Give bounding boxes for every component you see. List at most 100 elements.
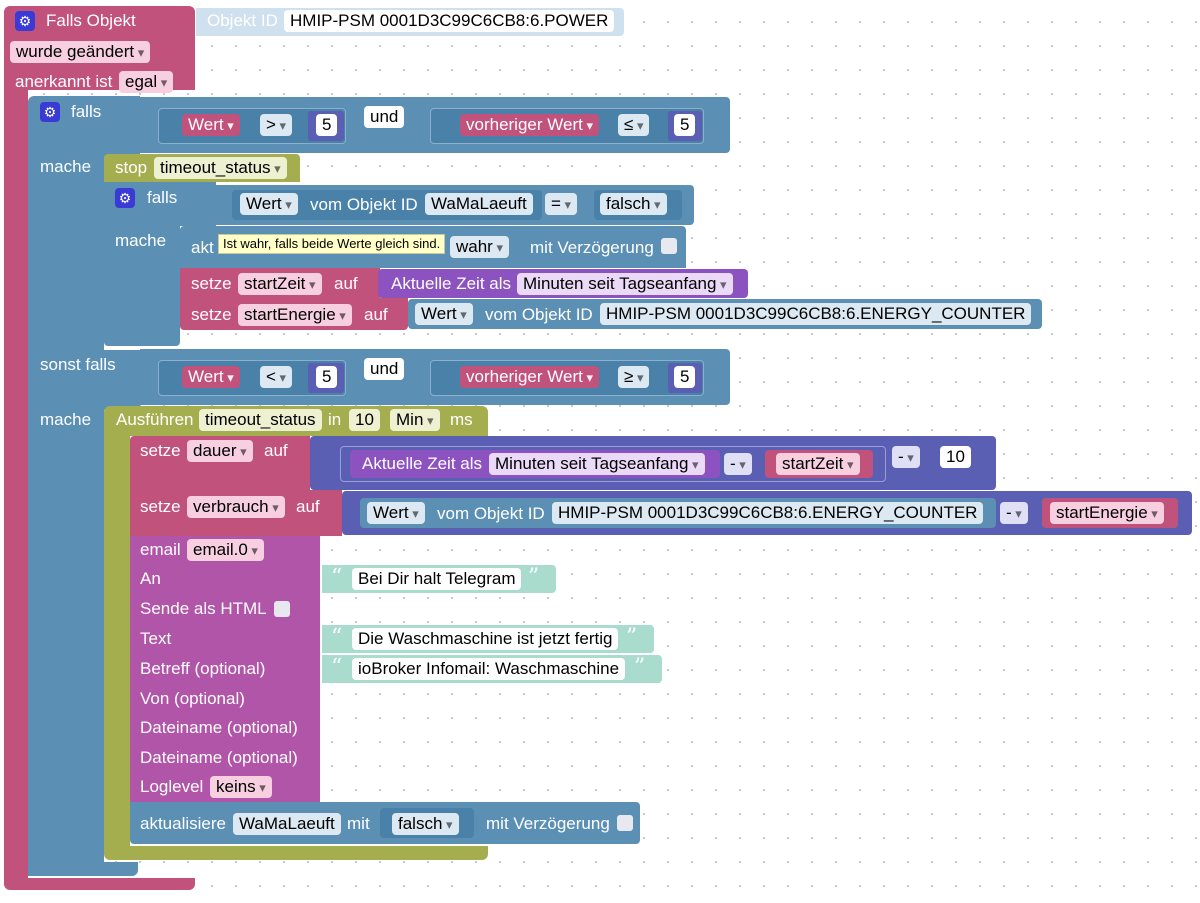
value-dropdown[interactable]: Wert [182,366,240,388]
trigger-block-spine [4,88,28,880]
update-label: akt [191,238,214,257]
text-label: Text [140,629,172,648]
number-field[interactable]: 5 [674,366,696,388]
set-label: setze [191,305,232,324]
minus-operator-dropdown[interactable]: - [892,446,920,468]
loglevel-dropdown[interactable]: keins [210,776,272,798]
number-field[interactable]: 10 [940,446,971,468]
ack-label: anerkannt ist [15,72,113,91]
variable-dropdown[interactable]: startZeit [776,453,860,475]
update-label: aktualisiere [140,814,226,833]
gear-icon[interactable]: ⚙ [40,102,60,122]
with-label: mit [347,814,370,833]
subject-label: Betreff (optional) [140,659,266,678]
number-field[interactable]: 5 [316,366,338,388]
delay-checkbox[interactable] [617,815,633,831]
object-id-field[interactable]: WaMaLaeuft [233,813,341,835]
gear-icon[interactable]: ⚙ [115,188,135,208]
timeout-label: Ausführen [116,410,194,429]
time-format-dropdown[interactable]: Minuten seit Tagseanfang [489,453,705,475]
to-label: auf [334,274,358,293]
value-dropdown[interactable]: wahr [450,236,509,258]
minus-operator-dropdown[interactable]: - [1000,502,1028,524]
operator-dropdown[interactable]: > [260,114,293,136]
ack-dropdown[interactable]: egal [119,71,174,93]
do-label: mache [40,157,92,176]
value-dropdown[interactable]: Wert [240,193,298,215]
quote-close-icon: ” [626,625,638,650]
from-label: Von (optional) [140,689,245,708]
if-block-mid [28,350,140,410]
loglevel-label: Loglevel [140,777,204,796]
email-block[interactable] [130,536,320,802]
set-label: setze [140,497,181,516]
text-value[interactable]: Die Waschmaschine ist jetzt fertig [352,628,619,650]
nested-if-spine [104,226,180,346]
to-label: auf [296,497,320,516]
email-instance-dropdown[interactable]: email.0 [187,539,264,561]
to-label: An [140,569,161,588]
timeout-block-footer [104,846,488,860]
set-label: setze [191,274,232,293]
operator-dropdown[interactable]: ≥ [618,366,650,388]
changed-dropdown[interactable]: wurde geändert [10,41,151,63]
quote-close-icon: ” [634,655,646,680]
and-dropdown[interactable]: und [364,358,405,380]
tooltip: Ist wahr, falls beide Werte gleich sind. [218,234,446,254]
from-object-label: vom Objekt ID [485,305,593,324]
html-checkbox[interactable] [274,601,290,617]
object-id-field[interactable]: HMIP-PSM 0001D3C99C6CB8:6.ENERGY_COUNTER [600,303,1032,325]
timeout-dropdown[interactable]: timeout_status [154,157,287,179]
variable-dropdown[interactable]: dauer [187,440,253,462]
minus-operator-dropdown[interactable]: - [724,453,752,475]
in-label: in [328,410,342,429]
gear-icon[interactable]: ⚙ [15,11,35,31]
if-label: falls [147,188,178,207]
value-dropdown[interactable]: Wert [182,114,240,136]
to-value[interactable]: Bei Dir halt Telegram [352,568,522,590]
timeout-block-spine [104,436,130,852]
do-label-2: mache [40,410,92,429]
number-field[interactable]: 5 [674,114,696,136]
time-format-dropdown[interactable]: Minuten seit Tagseanfang [517,273,733,295]
from-object-label: vom Objekt ID [310,195,418,214]
operator-dropdown[interactable]: = [545,193,578,215]
variable-dropdown[interactable]: startZeit [238,273,322,295]
timeout-name-field[interactable]: timeout_status [199,409,322,431]
ms-label: ms [450,410,473,429]
delay-checkbox[interactable] [661,238,677,254]
trigger-title: Falls Objekt [46,11,136,30]
current-time-label: Aktuelle Zeit als [391,274,511,293]
value-dropdown[interactable]: Wert [367,502,425,524]
prev-value-dropdown[interactable]: vorheriger Wert [460,366,599,388]
boolean-dropdown[interactable]: falsch [392,813,459,835]
if-block-bottom [28,862,138,876]
from-object-label: vom Objekt ID [437,504,545,523]
variable-dropdown[interactable]: startEnergie [238,304,352,326]
object-id-field[interactable]: HMIP-PSM 0001D3C99C6CB8:6.ENERGY_COUNTER [552,502,984,524]
else-if-label: sonst falls [40,355,116,374]
html-label: Sende als HTML [140,599,267,618]
variable-dropdown[interactable]: startEnergie [1050,502,1164,524]
quote-open-icon: “ [331,625,343,650]
email-label: email [140,540,181,559]
object-id-field[interactable]: HMIP-PSM 0001D3C99C6CB8:6.POWER [284,10,615,32]
object-id-label: Objekt ID [207,11,278,30]
prev-value-dropdown[interactable]: vorheriger Wert [460,114,599,136]
subject-value[interactable]: ioBroker Infomail: Waschmaschine [352,658,626,680]
object-id-field[interactable]: WaMaLaeuft [425,193,533,215]
filename-label-2: Dateiname (optional) [140,748,298,767]
operator-dropdown[interactable]: < [260,366,293,388]
delay-label: mit Verzögerung [486,814,610,833]
variable-dropdown[interactable]: verbrauch [187,496,285,518]
timeout-value-field[interactable]: 10 [349,409,380,431]
quote-close-icon: ” [528,565,540,590]
boolean-dropdown[interactable]: falsch [600,193,667,215]
do-label: mache [115,231,167,250]
unit-dropdown[interactable]: Min [390,409,440,431]
number-field[interactable]: 5 [316,114,338,136]
value-dropdown[interactable]: Wert [415,303,473,325]
stop-label: stop [115,158,148,177]
and-dropdown[interactable]: und [364,106,405,128]
operator-dropdown[interactable]: ≤ [618,114,650,136]
